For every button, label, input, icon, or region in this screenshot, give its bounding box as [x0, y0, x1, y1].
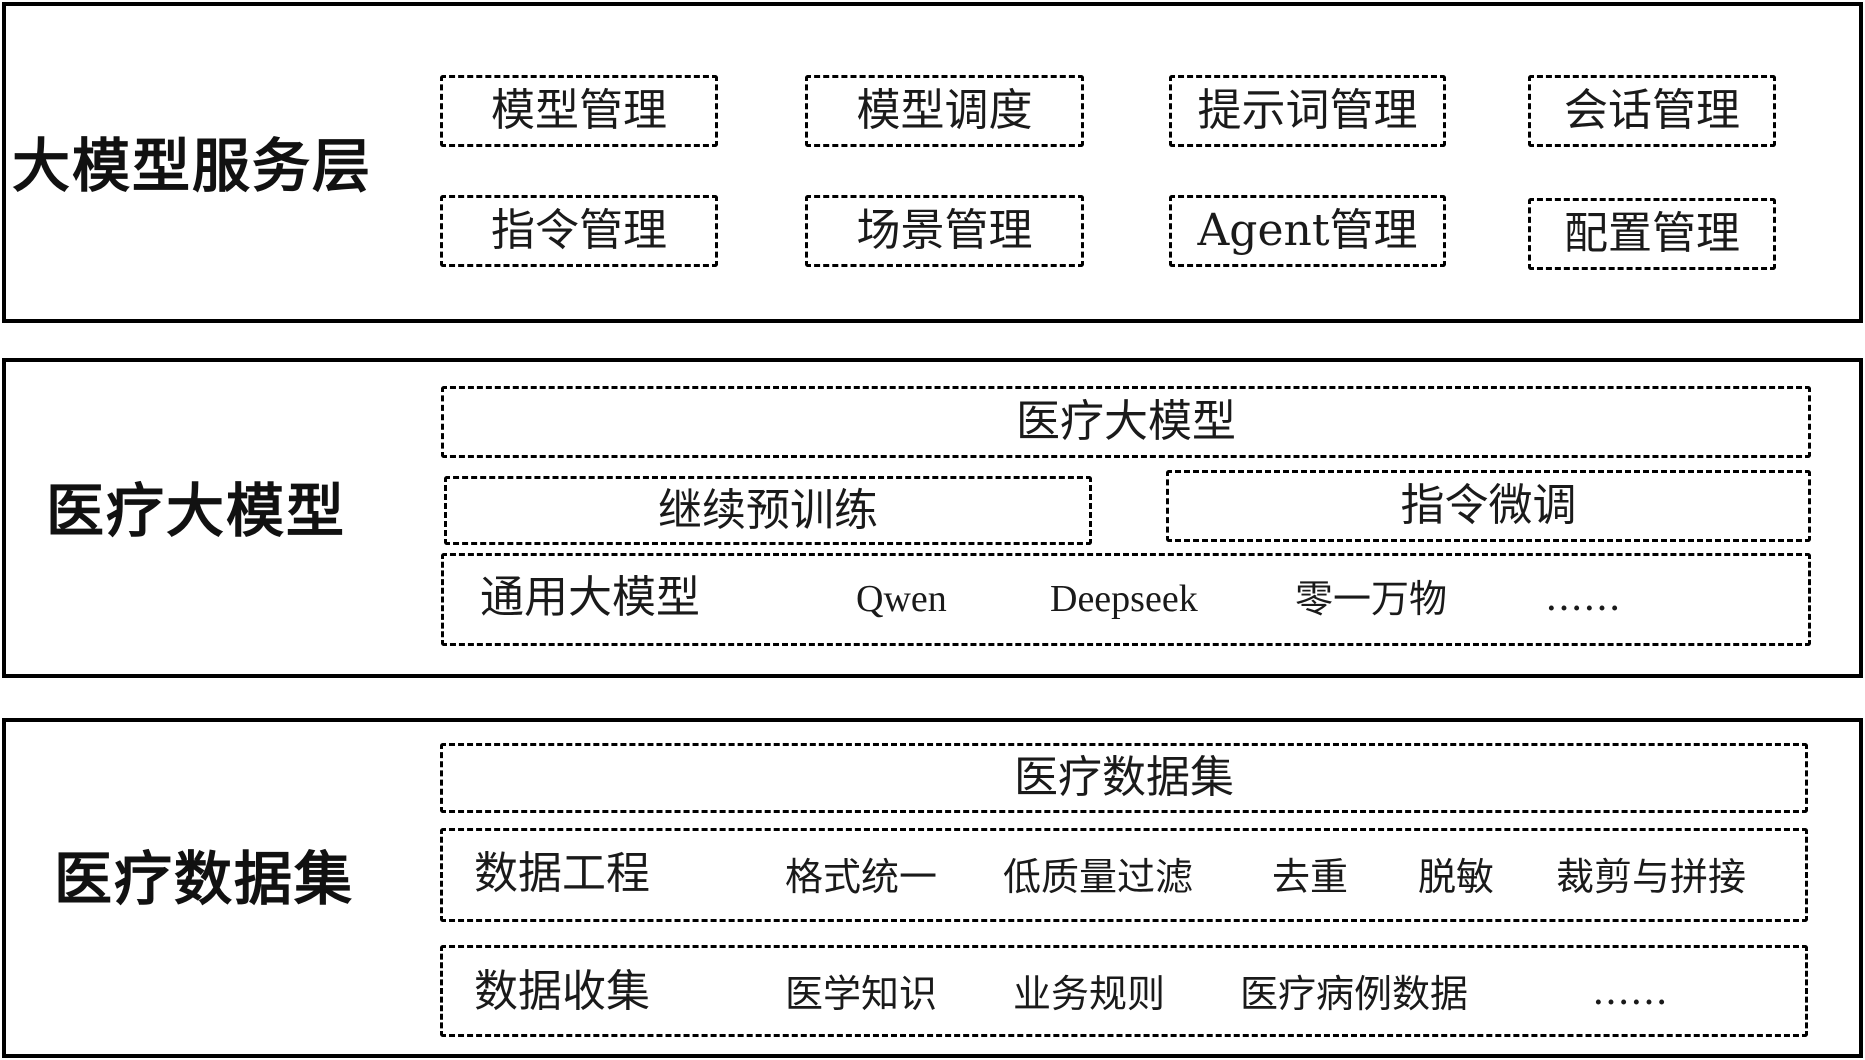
data-engineering-item: 格式统一: [785, 855, 938, 899]
data-collection-row: [440, 945, 1808, 1037]
module-agent-management: Agent管理: [1169, 195, 1446, 267]
data-engineering-row: [440, 828, 1808, 922]
module-instruction-management: 指令管理: [440, 195, 718, 267]
data-engineering-item: 去重: [1272, 855, 1349, 899]
general-llm-item: ……: [1545, 575, 1621, 619]
module-label: 指令管理: [491, 205, 667, 256]
module-config-management: 配置管理: [1528, 198, 1776, 270]
data-layer: [2, 718, 1863, 1058]
module-label: 配置管理: [1564, 208, 1740, 259]
medical-llm-box: 医疗大模型: [441, 386, 1811, 458]
service-layer-label: 大模型服务层: [12, 132, 373, 200]
data-engineering-item: 裁剪与拼接: [1556, 855, 1747, 899]
service-layer: [2, 2, 1863, 323]
module-label: Agent管理: [1197, 205, 1418, 256]
instruction-tuning-box: 指令微调: [1166, 470, 1811, 542]
module-model-scheduling: 模型调度: [805, 75, 1084, 147]
module-label: 模型调度: [856, 85, 1033, 136]
module-scenario-management: 场景管理: [805, 195, 1084, 267]
medical-llm-title: 医疗大模型: [1016, 396, 1236, 447]
module-label: 会话管理: [1564, 85, 1740, 136]
module-model-management: 模型管理: [440, 75, 718, 147]
continue-pretrain-label: 继续预训练: [658, 484, 878, 536]
module-label: 模型管理: [491, 85, 667, 136]
continue-pretrain-box: 继续预训练: [444, 476, 1092, 545]
general-llm-item: 零一万物: [1295, 577, 1448, 621]
data-engineering-item: 脱敏: [1418, 855, 1495, 899]
data-collection-item: 医疗病例数据: [1240, 972, 1469, 1016]
module-session-management: 会话管理: [1528, 75, 1776, 147]
model-layer-label: 医疗大模型: [46, 477, 347, 545]
general-llm-row: [441, 553, 1811, 646]
model-layer: [2, 358, 1863, 678]
general-llm-title: 通用大模型: [480, 572, 700, 623]
general-llm-item: Qwen: [856, 578, 947, 620]
medical-dataset-title: 医疗数据集: [1014, 752, 1234, 803]
general-llm-item: Deepseek: [1050, 578, 1198, 620]
data-collection-item: ……: [1592, 969, 1668, 1013]
data-engineering-item: 低质量过滤: [1003, 855, 1194, 899]
instruction-tuning-label: 指令微调: [1400, 480, 1577, 531]
data-engineering-title: 数据工程: [474, 848, 650, 899]
module-label: 场景管理: [856, 205, 1033, 256]
data-collection-item: 医学知识: [785, 972, 938, 1016]
data-collection-item: 业务规则: [1013, 972, 1166, 1016]
module-prompt-management: 提示词管理: [1169, 75, 1446, 147]
data-layer-label: 医疗数据集: [54, 845, 355, 913]
data-collection-title: 数据收集: [474, 966, 650, 1017]
medical-dataset-box: 医疗数据集: [440, 743, 1808, 813]
module-label: 提示词管理: [1197, 85, 1418, 136]
